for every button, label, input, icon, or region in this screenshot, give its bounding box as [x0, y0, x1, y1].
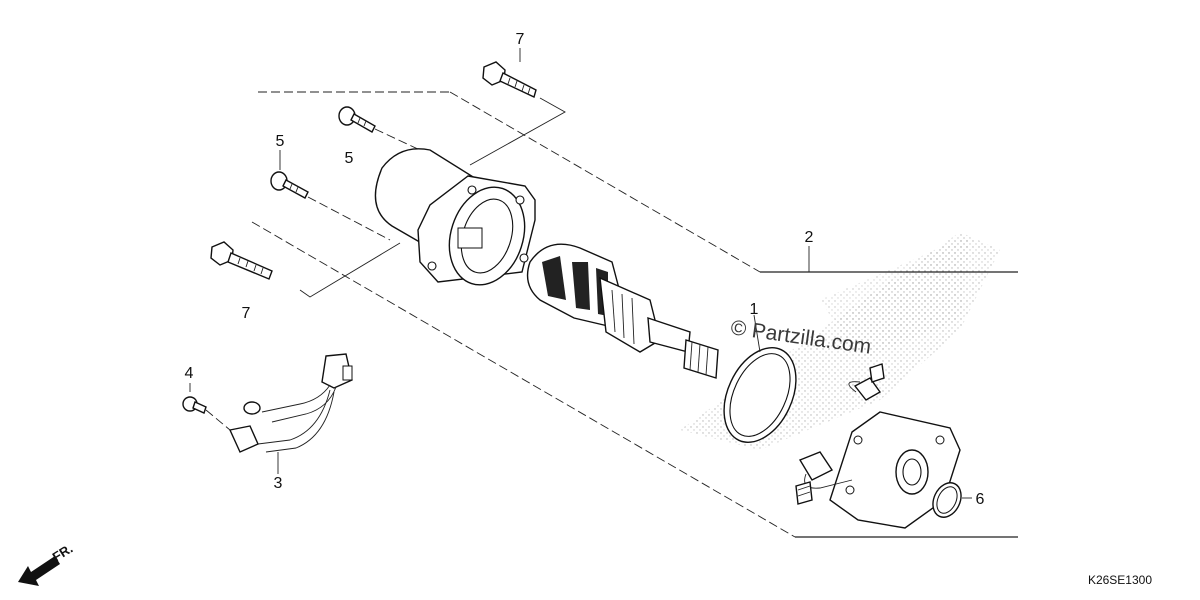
assembly-frame	[251, 91, 1018, 538]
o-ring-1[interactable]	[710, 336, 810, 454]
screw-5-upper[interactable]	[338, 106, 376, 133]
callout-5-side: 5	[345, 150, 354, 167]
callout-1: 1	[750, 301, 759, 318]
callout-7-upper: 7	[516, 31, 525, 48]
callout-4: 4	[185, 365, 194, 382]
flange-bolt-7-lower[interactable]	[210, 241, 273, 280]
diagram-code: K26SE1300	[1088, 573, 1152, 587]
end-cover-brush-holder[interactable]	[795, 363, 961, 529]
callout-5-left: 5	[276, 133, 285, 150]
callout-7-lower: 7	[242, 305, 251, 322]
screw-5-lower[interactable]	[270, 171, 309, 199]
armature[interactable]	[526, 243, 719, 379]
callout-leader-1	[753, 314, 761, 353]
screw-5-guide-lower	[307, 196, 391, 241]
screw-5-guide-upper	[374, 128, 421, 151]
motor-yoke-case[interactable]	[374, 148, 536, 295]
callout-6: 6	[976, 491, 985, 508]
bolt-7-bracket	[299, 97, 566, 298]
screw-4-guide	[205, 409, 231, 431]
front-direction-arrow-icon	[18, 556, 60, 586]
starter-cable-3[interactable]	[228, 353, 353, 453]
callout-3: 3	[274, 475, 283, 492]
callout-2: 2	[805, 229, 814, 246]
o-ring-6[interactable]	[928, 478, 967, 522]
flange-bolt-7-upper[interactable]	[482, 61, 537, 98]
screw-4[interactable]	[182, 396, 207, 414]
